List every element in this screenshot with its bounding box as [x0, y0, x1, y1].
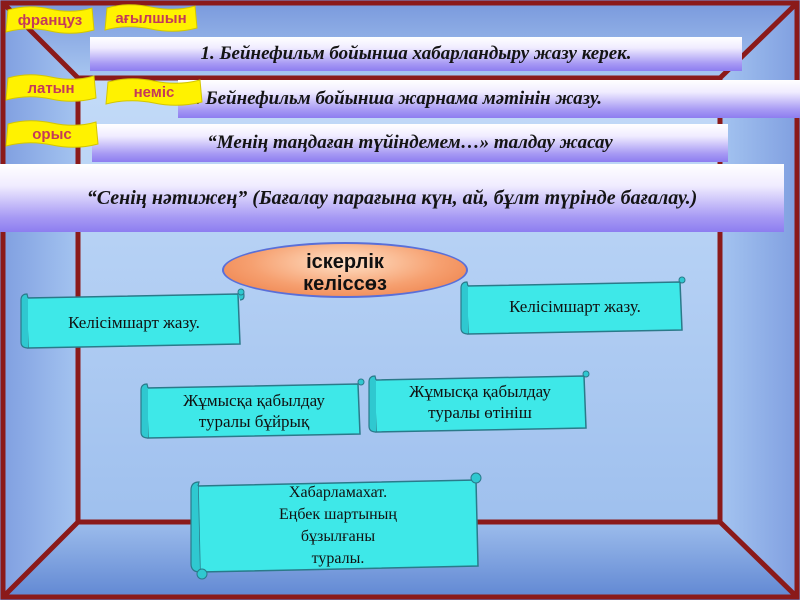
task-1-text: 1. Бейнефильм бойынша хабарландыру жазу …: [200, 43, 632, 64]
scroll-hiring-application-label: Жұмысқа қабылдау туралы өтініш: [409, 382, 551, 422]
flag-latin[interactable]: латын: [4, 72, 98, 104]
flag-shape: [5, 6, 95, 34]
right-wall: [720, 0, 800, 600]
scroll-shape: [20, 288, 245, 349]
flag-shape: [104, 4, 198, 32]
scroll-contract-right[interactable]: Келісімшарт жазу.: [458, 274, 688, 340]
scroll-shape: [368, 370, 590, 433]
flag-shape: [5, 120, 99, 148]
flag-shape: [105, 78, 203, 106]
flag-english[interactable]: ағылшын: [103, 2, 199, 34]
flag-shape: [5, 74, 97, 102]
task-banner-2: . Бейнефильм бойынша жарнама мәтінін жаз…: [178, 80, 800, 118]
scroll-hiring-application[interactable]: Жұмысқа қабылдау туралы өтініш: [366, 368, 592, 438]
scroll-notice-label: Хабарламахат. Еңбек шартының бұзылғаны т…: [279, 484, 397, 567]
flag-german[interactable]: неміс: [104, 76, 204, 108]
flag-russian-label: орыс: [32, 125, 72, 143]
flag-russian[interactable]: орыс: [4, 118, 100, 150]
flag-latin-label: латын: [27, 79, 75, 97]
flag-french[interactable]: француз: [4, 4, 96, 36]
topic-text: іскерлік келіссөз: [303, 251, 387, 295]
task-banner-4: “Сенің нәтижең” (Бағалау парағына күн, а…: [0, 164, 784, 232]
task-banner-3: “Менің таңдаған түйіндемем…» талдау жаса…: [92, 124, 728, 162]
scroll-notice[interactable]: Хабарламахат. Еңбек шартының бұзылғаны т…: [188, 470, 486, 582]
task-banner-1: 1. Бейнефильм бойынша хабарландыру жазу …: [90, 37, 742, 71]
scroll-contract-left[interactable]: Келісімшарт жазу.: [18, 286, 246, 354]
scroll-shape: [460, 276, 686, 335]
scroll-hiring-order[interactable]: Жұмысқа қабылдау туралы бұйрық: [138, 376, 366, 444]
flag-english-label: ағылшын: [115, 9, 187, 27]
scroll-shape: [190, 472, 482, 580]
scroll-hiring-order-label: Жұмысқа қабылдау туралы бұйрық: [183, 391, 325, 431]
flag-german-label: неміс: [133, 83, 175, 101]
task-4-text: “Сенің нәтижең” (Бағалау парағына күн, а…: [86, 187, 698, 209]
flag-french-label: француз: [17, 11, 83, 29]
task-3-text: “Менің таңдаған түйіндемем…» талдау жаса…: [207, 132, 613, 153]
scroll-contract-right-label: Келісімшарт жазу.: [509, 296, 641, 316]
scroll-shape: [140, 378, 365, 439]
task-2-text: . Бейнефильм бойынша жарнама мәтінін жаз…: [196, 88, 602, 109]
scroll-contract-left-label: Келісімшарт жазу.: [68, 312, 200, 332]
topic-oval: іскерлік келіссөз: [222, 242, 468, 298]
